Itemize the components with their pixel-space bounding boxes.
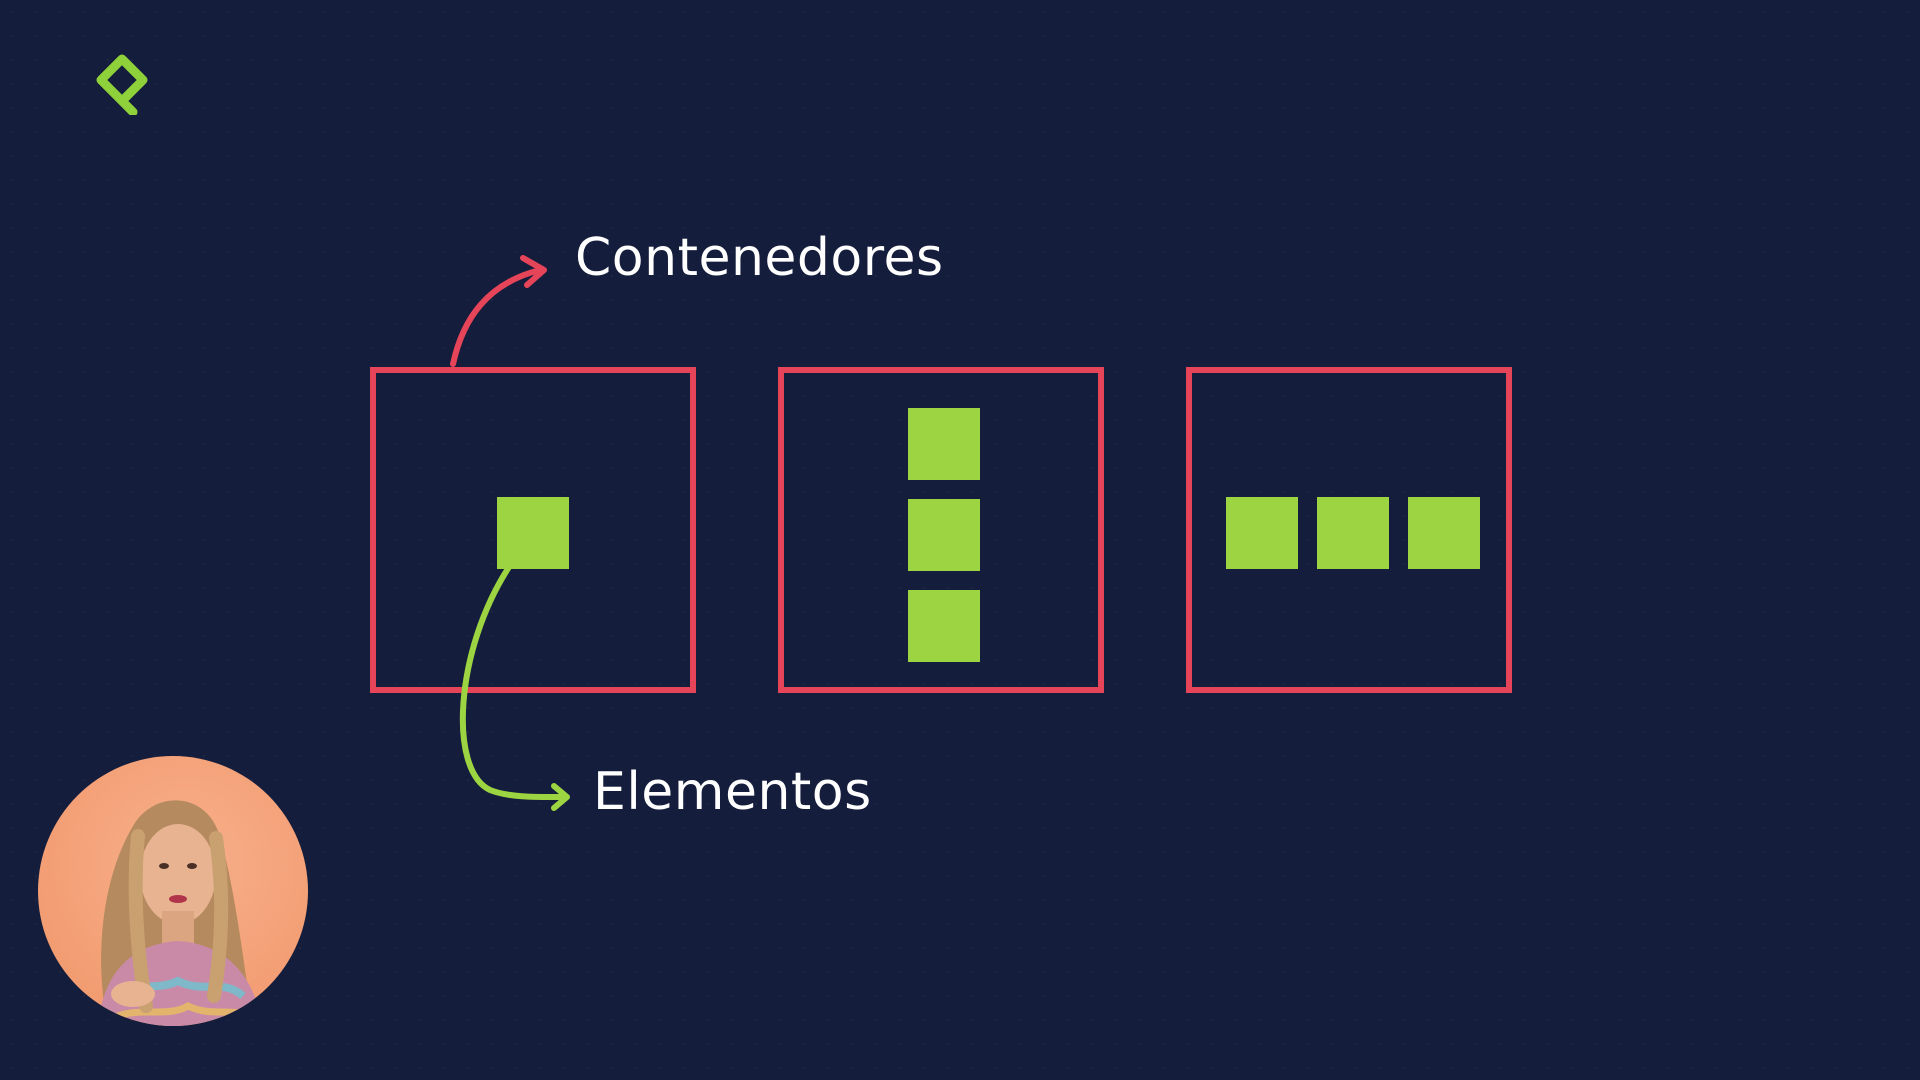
element-item bbox=[908, 590, 980, 662]
arrowhead-red bbox=[520, 255, 547, 288]
element-item bbox=[1408, 497, 1480, 569]
container-row bbox=[1186, 367, 1512, 693]
element-item bbox=[908, 408, 980, 480]
element-item bbox=[908, 499, 980, 571]
containers-label: Contenedores bbox=[575, 228, 944, 288]
element-item bbox=[1317, 497, 1389, 569]
container-single bbox=[370, 367, 696, 693]
presenter-avatar bbox=[98, 800, 263, 1026]
arrowhead-green bbox=[551, 783, 570, 811]
presenter-video bbox=[38, 756, 308, 1026]
container-column bbox=[778, 367, 1104, 693]
curved-arrow-red bbox=[450, 267, 543, 367]
element-item bbox=[497, 497, 569, 569]
brand-logo-icon bbox=[96, 54, 148, 115]
element-item bbox=[1226, 497, 1298, 569]
elements-label: Elementos bbox=[593, 762, 872, 822]
